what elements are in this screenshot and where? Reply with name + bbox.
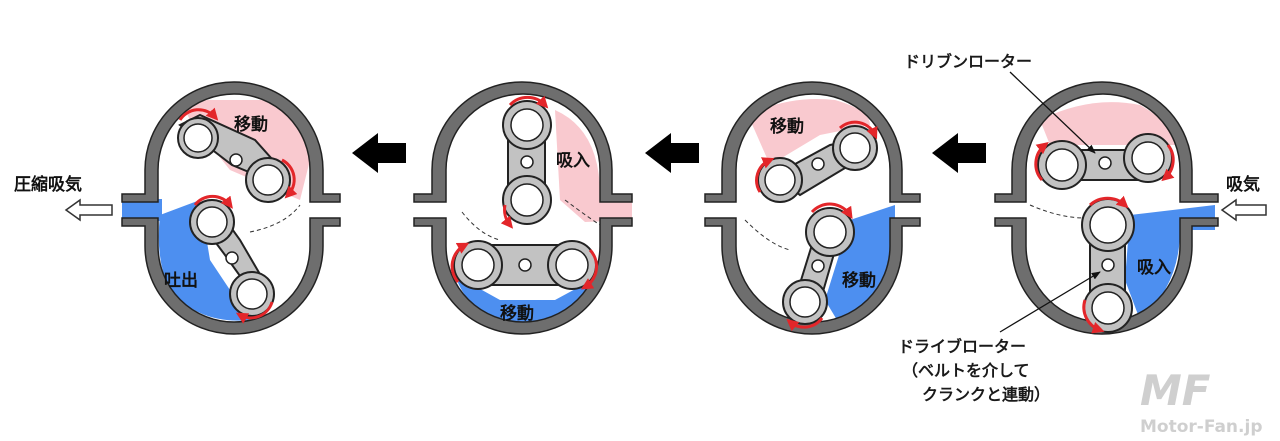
stage-3-housing-top (704, 81, 921, 203)
stage-4-rotation-arrow (1034, 142, 1049, 182)
stage-3-move-right-label: 移動 (842, 270, 876, 291)
stage-2-seal-line (564, 199, 601, 226)
stage-1-housing-top (121, 81, 341, 203)
stage-2-intake-label: 吸入 (556, 151, 590, 171)
stage-4-housing-bottom (994, 217, 1219, 335)
stage-1-rotation-arrow (178, 107, 219, 121)
stage-3-drive-rotor (782, 207, 855, 325)
stage-2-rotation-arrow (508, 95, 549, 109)
stage-4-rotation-arrow (1088, 195, 1129, 209)
watermark: MF Motor-Fan.jp (1140, 366, 1263, 437)
drive-rotor-label: ドライブローター (898, 337, 1026, 356)
stage-3-move-top-label: 移動 (770, 116, 804, 137)
stage-4-seal-line (1029, 204, 1086, 219)
stage-3-move-chamber-right (825, 205, 895, 325)
inlet-hollow-arrow (1220, 198, 1267, 222)
stage-3-rotation-arrow (810, 202, 853, 220)
stage-2-move-label: 移動 (500, 303, 534, 324)
stage-2-driven-rotor (502, 100, 552, 225)
flow-arrow-2 (645, 133, 699, 173)
stage-1: 移動 吐出 (121, 81, 341, 335)
stage-3: 移動 移動 (704, 81, 921, 335)
stage-3-driven-rotor (757, 125, 878, 203)
watermark-site: Motor-Fan.jp (1140, 417, 1263, 437)
outlet-hollow-arrow (64, 198, 113, 222)
stage-3-seal-line (744, 219, 791, 251)
stage-1-discharge-chamber (158, 200, 250, 321)
drive-rotor-note-line-2: クランクと連動） (922, 385, 1050, 404)
stage-2: 吸入 移動 (413, 81, 633, 335)
compressed-air-label: 圧縮吸気 (14, 174, 82, 195)
stage-3-rotation-arrow (786, 317, 824, 332)
stage-1-driven-rotor (177, 113, 291, 203)
stage-1-rotation-arrow (193, 194, 233, 209)
flow-arrow-1 (352, 133, 406, 173)
stage-3-rotation-arrow (838, 120, 878, 140)
driven-rotor-label: ドリブンローター (904, 52, 1032, 71)
stage-2-rotation-arrow (580, 248, 599, 290)
stage-2-rotation-arrow (500, 204, 514, 229)
intake-air-label: 吸気 (1226, 174, 1260, 195)
stage-2-intake-chamber (555, 110, 632, 222)
driven-rotor-leader (1009, 71, 1096, 154)
stage-2-seal-line (461, 211, 501, 241)
stage-3-housing-bottom (704, 217, 921, 335)
stage-1-drive-rotor (189, 199, 275, 317)
stage-2-housing-top (413, 81, 633, 203)
stage-2-rotation-arrow (450, 242, 470, 283)
drive-rotor-leader (999, 271, 1101, 333)
stage-4-rotation-arrow (1082, 299, 1105, 334)
watermark-logo: MF (1140, 366, 1211, 415)
stage-1-outlet-duct (122, 199, 162, 221)
stage-2-housing-bottom (413, 217, 633, 335)
stage-4: 吸入 (994, 81, 1219, 335)
stage-3-rotation-arrow (755, 157, 775, 193)
stage-4-drive-rotor (1081, 198, 1135, 333)
stage-4-intake-label: 吸入 (1137, 258, 1171, 278)
stage-1-rotation-arrow (235, 301, 274, 324)
stage-4-intake-chamber (1125, 205, 1215, 320)
stage-1-discharge-label: 吐出 (164, 270, 198, 291)
stage-4-housing-top (994, 81, 1219, 203)
stage-1-move-label: 移動 (234, 114, 268, 135)
stage-2-drive-rotor (453, 240, 597, 290)
stage-4-rotation-arrow (1161, 144, 1175, 182)
stage-3-move-chamber-top (748, 99, 870, 165)
stage-4-driven-rotor (1037, 133, 1173, 190)
stage-1-rotation-arrow (281, 158, 298, 199)
flow-arrow-3 (932, 133, 986, 173)
stage-1-housing-bottom (121, 217, 341, 335)
drive-rotor-note-line-1: （ベルトを介して (902, 361, 1030, 380)
stage-1-seal-line (249, 204, 301, 233)
